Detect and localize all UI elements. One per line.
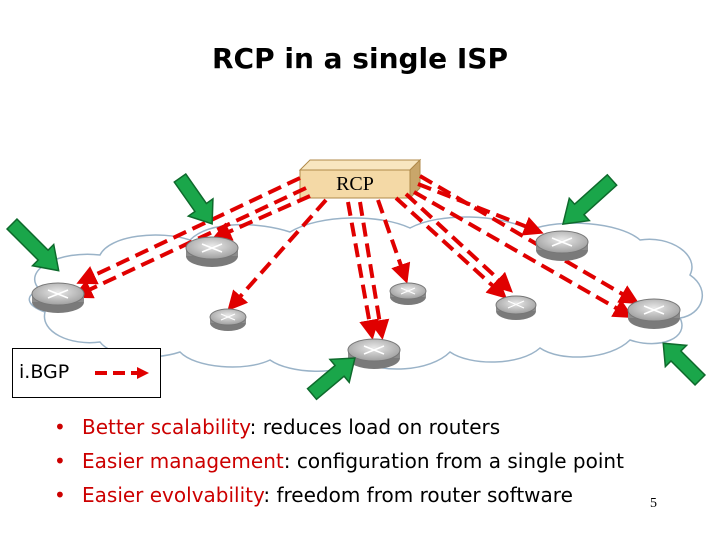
rcp-label: RCP	[336, 173, 374, 195]
green-arrow-top-center-left	[173, 172, 214, 225]
bullet-highlight: Better scalability	[82, 415, 250, 439]
bullet-highlight: Easier management	[82, 449, 284, 473]
legend-box: i.BGP	[12, 348, 161, 398]
router-far-left	[31, 282, 85, 313]
legend-label: i.BGP	[19, 361, 70, 383]
router-left-middle	[209, 308, 247, 331]
legend-dashed-arrow	[95, 367, 149, 379]
bullet-highlight: Easier evolvability	[82, 483, 264, 507]
list-item: • Easier management: configuration from a…	[54, 444, 624, 478]
green-arrow-bottom-right	[662, 342, 707, 387]
router-left	[185, 236, 239, 267]
router-right	[535, 230, 589, 261]
router-right-middle	[495, 295, 537, 320]
rcp-box	[298, 158, 422, 200]
green-arrow-bottom-center	[306, 357, 356, 401]
green-arrow-top-left	[5, 217, 60, 272]
isp-cloud	[28, 216, 703, 372]
slide-title: RCP in a single ISP	[212, 42, 508, 75]
list-item: • Better scalability: reduces load on rou…	[54, 410, 624, 444]
benefits-list: • Better scalability: reduces load on rou…	[54, 410, 624, 512]
router-center	[389, 282, 427, 305]
bullet-text: : freedom from router software	[263, 483, 573, 507]
router-far-right	[627, 298, 681, 329]
bullet-dot: •	[54, 483, 66, 507]
list-item: • Easier evolvability: freedom from route…	[54, 478, 624, 512]
external-route-arrows	[5, 172, 707, 401]
bullet-text: : configuration from a single point	[283, 449, 624, 473]
green-arrow-top-right	[561, 173, 618, 226]
page-number: 5	[650, 496, 657, 511]
bullet-dot: •	[54, 449, 66, 473]
bullet-text: : reduces load on routers	[249, 415, 501, 439]
router-bottom-center	[347, 338, 401, 369]
ibgp-sessions	[72, 174, 640, 340]
bullet-dot: •	[54, 415, 66, 439]
